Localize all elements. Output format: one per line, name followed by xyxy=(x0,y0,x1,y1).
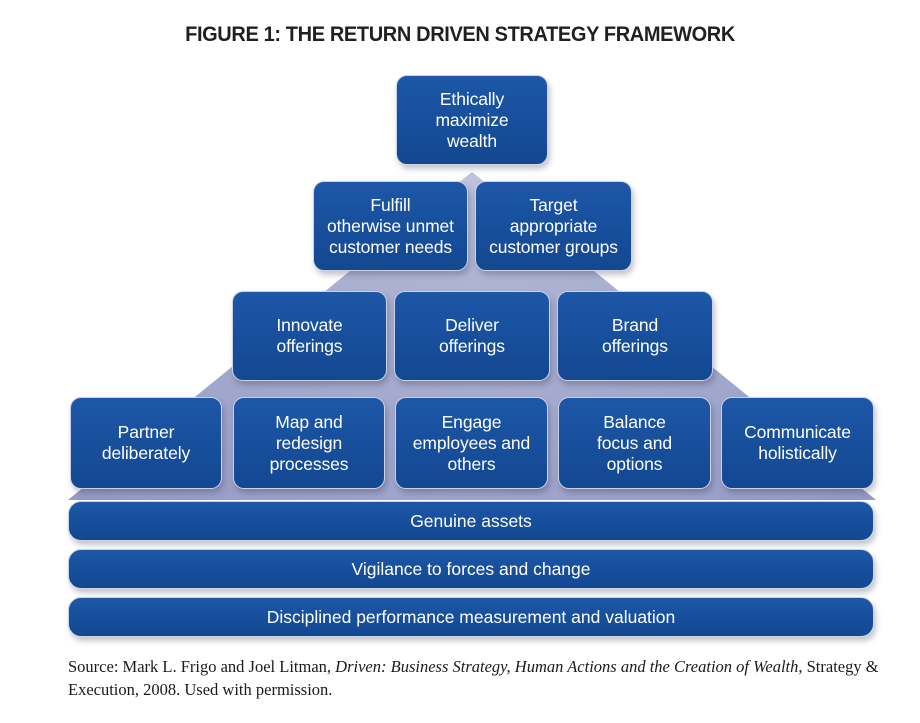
source-prefix: Source: Mark L. Frigo and Joel Litman, xyxy=(68,657,336,676)
foundation-bar-vigilance-to-forces-and-change[interactable]: Vigilance to forces and change xyxy=(68,549,874,589)
node-fulfill-unmet-customer-needs[interactable]: Fulfill otherwise unmet customer needs xyxy=(313,181,468,271)
node-innovate-offerings[interactable]: Innovate offerings xyxy=(232,291,387,381)
node-communicate-holistically[interactable]: Communicate holistically xyxy=(721,397,874,489)
foundation-bar-disciplined-performance-measurement[interactable]: Disciplined performance measurement and … xyxy=(68,597,874,637)
figure-title: FIGURE 1: THE RETURN DRIVEN STRATEGY FRA… xyxy=(185,22,735,46)
source-caption: Source: Mark L. Frigo and Joel Litman, D… xyxy=(68,655,883,702)
node-deliver-offerings[interactable]: Deliver offerings xyxy=(394,291,550,381)
node-map-and-redesign-processes[interactable]: Map and redesign processes xyxy=(233,397,385,489)
node-ethically-maximize-wealth[interactable]: Ethically maximize wealth xyxy=(396,75,548,165)
source-suffix: , Strategy & Execution, 2008. Used with … xyxy=(68,657,879,700)
node-partner-deliberately[interactable]: Partner deliberately xyxy=(70,397,222,489)
node-balance-focus-and-options[interactable]: Balance focus and options xyxy=(558,397,711,489)
node-target-appropriate-customer-groups[interactable]: Target appropriate customer groups xyxy=(475,181,632,271)
node-engage-employees-and-others[interactable]: Engage employees and others xyxy=(395,397,548,489)
source-book-title: Driven: Business Strategy, Human Actions… xyxy=(335,657,799,676)
node-brand-offerings[interactable]: Brand offerings xyxy=(557,291,713,381)
foundation-bar-genuine-assets[interactable]: Genuine assets xyxy=(68,501,874,541)
